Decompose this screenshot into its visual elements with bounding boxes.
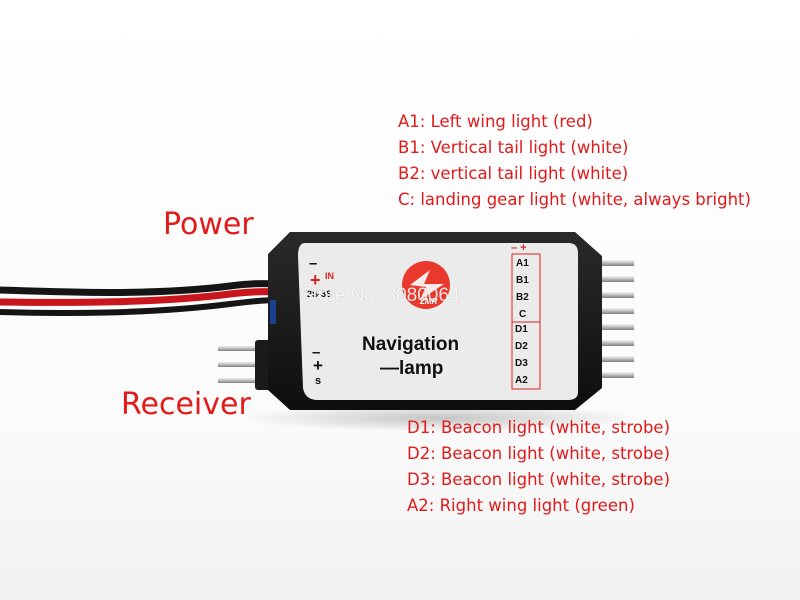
port-label-d2: D2: [515, 341, 528, 352]
output-pin: [598, 372, 634, 378]
signal-plus-mark: +: [313, 356, 323, 375]
signal-s-mark: s: [315, 375, 321, 387]
port-label-b2: B2: [516, 292, 529, 303]
output-pin: [598, 340, 634, 346]
zmr-logo: ZMR: [402, 261, 450, 309]
black-wire-lower: [0, 297, 277, 317]
power-minus-mark: –: [309, 255, 317, 272]
module-shadow: [240, 404, 640, 432]
sticker-label: [298, 243, 578, 400]
blue-edge-detail: [270, 300, 276, 324]
port-label-d3: D3: [515, 358, 528, 369]
output-pin: [598, 356, 634, 362]
port-label-a2: A2: [515, 375, 528, 386]
port-label-d1: D1: [515, 324, 528, 335]
store-watermark: Store No: 3080064: [300, 285, 460, 306]
receiver-pins: [218, 340, 271, 390]
receiver-header-block: [255, 340, 271, 390]
receiver-pin: [218, 346, 262, 351]
header-polarity: – +: [511, 242, 527, 254]
output-pin: [598, 292, 634, 298]
output-pin: [598, 308, 634, 314]
receiver-pin: [218, 362, 262, 367]
power-label: Power: [163, 207, 254, 242]
sticker-title-line2: —lamp: [380, 358, 443, 379]
legend-top: A1: Left wing light (red) B1: Vertical t…: [398, 109, 751, 213]
output-pins: [598, 260, 634, 378]
logo-text: ZMR: [419, 297, 438, 306]
receiver-label: Receiver: [121, 387, 251, 422]
red-wire: [0, 288, 277, 306]
signal-minus-mark: –: [312, 344, 320, 361]
logo-wing-icon: [410, 270, 444, 300]
voltage-label: 2S-3S: [307, 289, 332, 299]
power-plus-mark: +: [310, 270, 321, 290]
legend-line-a1: A1: Left wing light (red): [398, 112, 593, 131]
legend-line-c: C: landing gear light (white, always bri…: [398, 190, 751, 209]
legend-bottom: D1: Beacon light (white, strobe) D2: Bea…: [407, 415, 670, 519]
legend-line-d2: D2: Beacon light (white, strobe): [407, 444, 671, 463]
legend-line-d1: D1: Beacon light (white, strobe): [407, 418, 671, 437]
output-pin: [598, 276, 634, 282]
legend-line-d3: D3: Beacon light (white, strobe): [407, 470, 671, 489]
port-label-a1: A1: [516, 258, 529, 269]
legend-line-a2: A2: Right wing light (green): [407, 496, 635, 515]
output-pin: [598, 324, 634, 330]
legend-line-b1: B1: Vertical tail light (white): [398, 138, 629, 157]
black-wire: [0, 280, 277, 296]
legend-line-b2: B2: vertical tail light (white): [398, 164, 629, 183]
port-label-b1: B1: [516, 275, 529, 286]
power-in-mark: IN: [325, 271, 334, 281]
sticker-title-line1: Navigation: [362, 334, 459, 355]
port-label-c: C: [519, 309, 526, 320]
power-wires: [0, 280, 277, 317]
output-pin: [598, 260, 634, 266]
receiver-pin: [218, 378, 262, 383]
